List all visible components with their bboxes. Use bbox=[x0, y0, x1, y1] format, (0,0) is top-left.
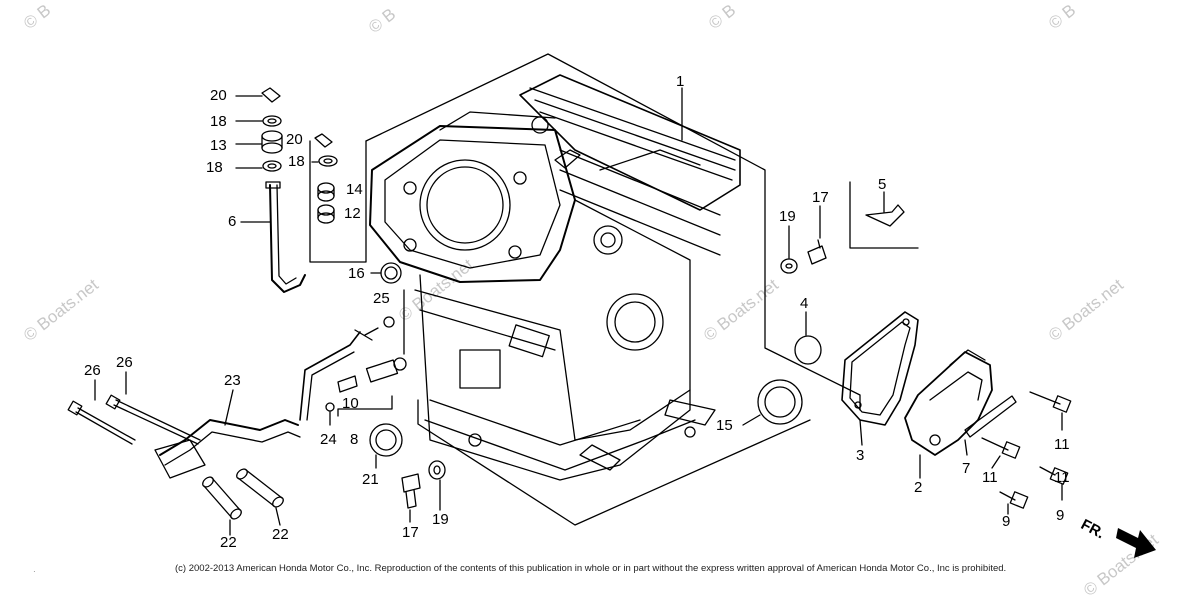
callout-12: 12 bbox=[344, 205, 361, 222]
gasket bbox=[841, 311, 919, 426]
callout-24: 24 bbox=[320, 431, 337, 448]
callout-17b: 17 bbox=[402, 524, 419, 541]
callout-4: 4 bbox=[800, 295, 809, 312]
callout-11b: 11 bbox=[982, 469, 998, 486]
oil-switch-wire bbox=[299, 331, 361, 421]
stray-mark: · bbox=[33, 567, 36, 576]
callout-9: 9 bbox=[1002, 513, 1011, 530]
callout-19b: 19 bbox=[432, 511, 449, 528]
side-cover bbox=[904, 351, 993, 456]
dipstick-tube bbox=[269, 184, 306, 293]
callout-13: 13 bbox=[210, 137, 227, 154]
callout-23: 23 bbox=[224, 372, 241, 389]
callout-26: 26 bbox=[84, 362, 101, 379]
callout-22: 22 bbox=[220, 534, 237, 551]
callout-8: 8 bbox=[350, 431, 359, 448]
assembly-outline bbox=[417, 399, 811, 526]
callout-2: 2 bbox=[914, 479, 923, 496]
hose bbox=[203, 477, 241, 519]
callout-18c: 18 bbox=[206, 159, 223, 176]
callout-19: 19 bbox=[779, 208, 796, 225]
callout-9b: 9 bbox=[1056, 507, 1065, 524]
front-direction-arrow bbox=[1116, 528, 1156, 558]
callout-22b: 22 bbox=[272, 526, 289, 543]
assembly-outline bbox=[365, 53, 861, 411]
copyright-notice: (c) 2002-2013 American Honda Motor Co., … bbox=[175, 563, 1007, 574]
callout-18b: 18 bbox=[288, 153, 305, 170]
callout-26b: 26 bbox=[116, 354, 133, 371]
callout-21: 21 bbox=[362, 471, 379, 488]
callout-15: 15 bbox=[716, 417, 733, 434]
callout-18: 18 bbox=[210, 113, 227, 130]
callout-16: 16 bbox=[348, 265, 365, 282]
callout-7: 7 bbox=[962, 460, 971, 477]
callout-14: 14 bbox=[346, 181, 363, 198]
callout-1: 1 bbox=[676, 73, 685, 90]
callout-17: 17 bbox=[812, 189, 829, 206]
breather-tube bbox=[159, 419, 299, 456]
callout-11c: 11 bbox=[1054, 469, 1070, 486]
callout-3: 3 bbox=[856, 447, 865, 464]
callout-20b: 20 bbox=[286, 131, 303, 148]
callout-25: 25 bbox=[373, 290, 390, 307]
callout-10: 10 bbox=[342, 395, 359, 412]
callout-5: 5 bbox=[878, 176, 887, 193]
callout-11: 11 bbox=[1054, 436, 1070, 453]
cylinder-block bbox=[369, 74, 741, 481]
hose bbox=[237, 469, 283, 507]
clip bbox=[261, 87, 281, 103]
assembly-outline bbox=[309, 140, 367, 263]
callout-20: 20 bbox=[210, 87, 227, 104]
callout-6: 6 bbox=[228, 213, 237, 230]
